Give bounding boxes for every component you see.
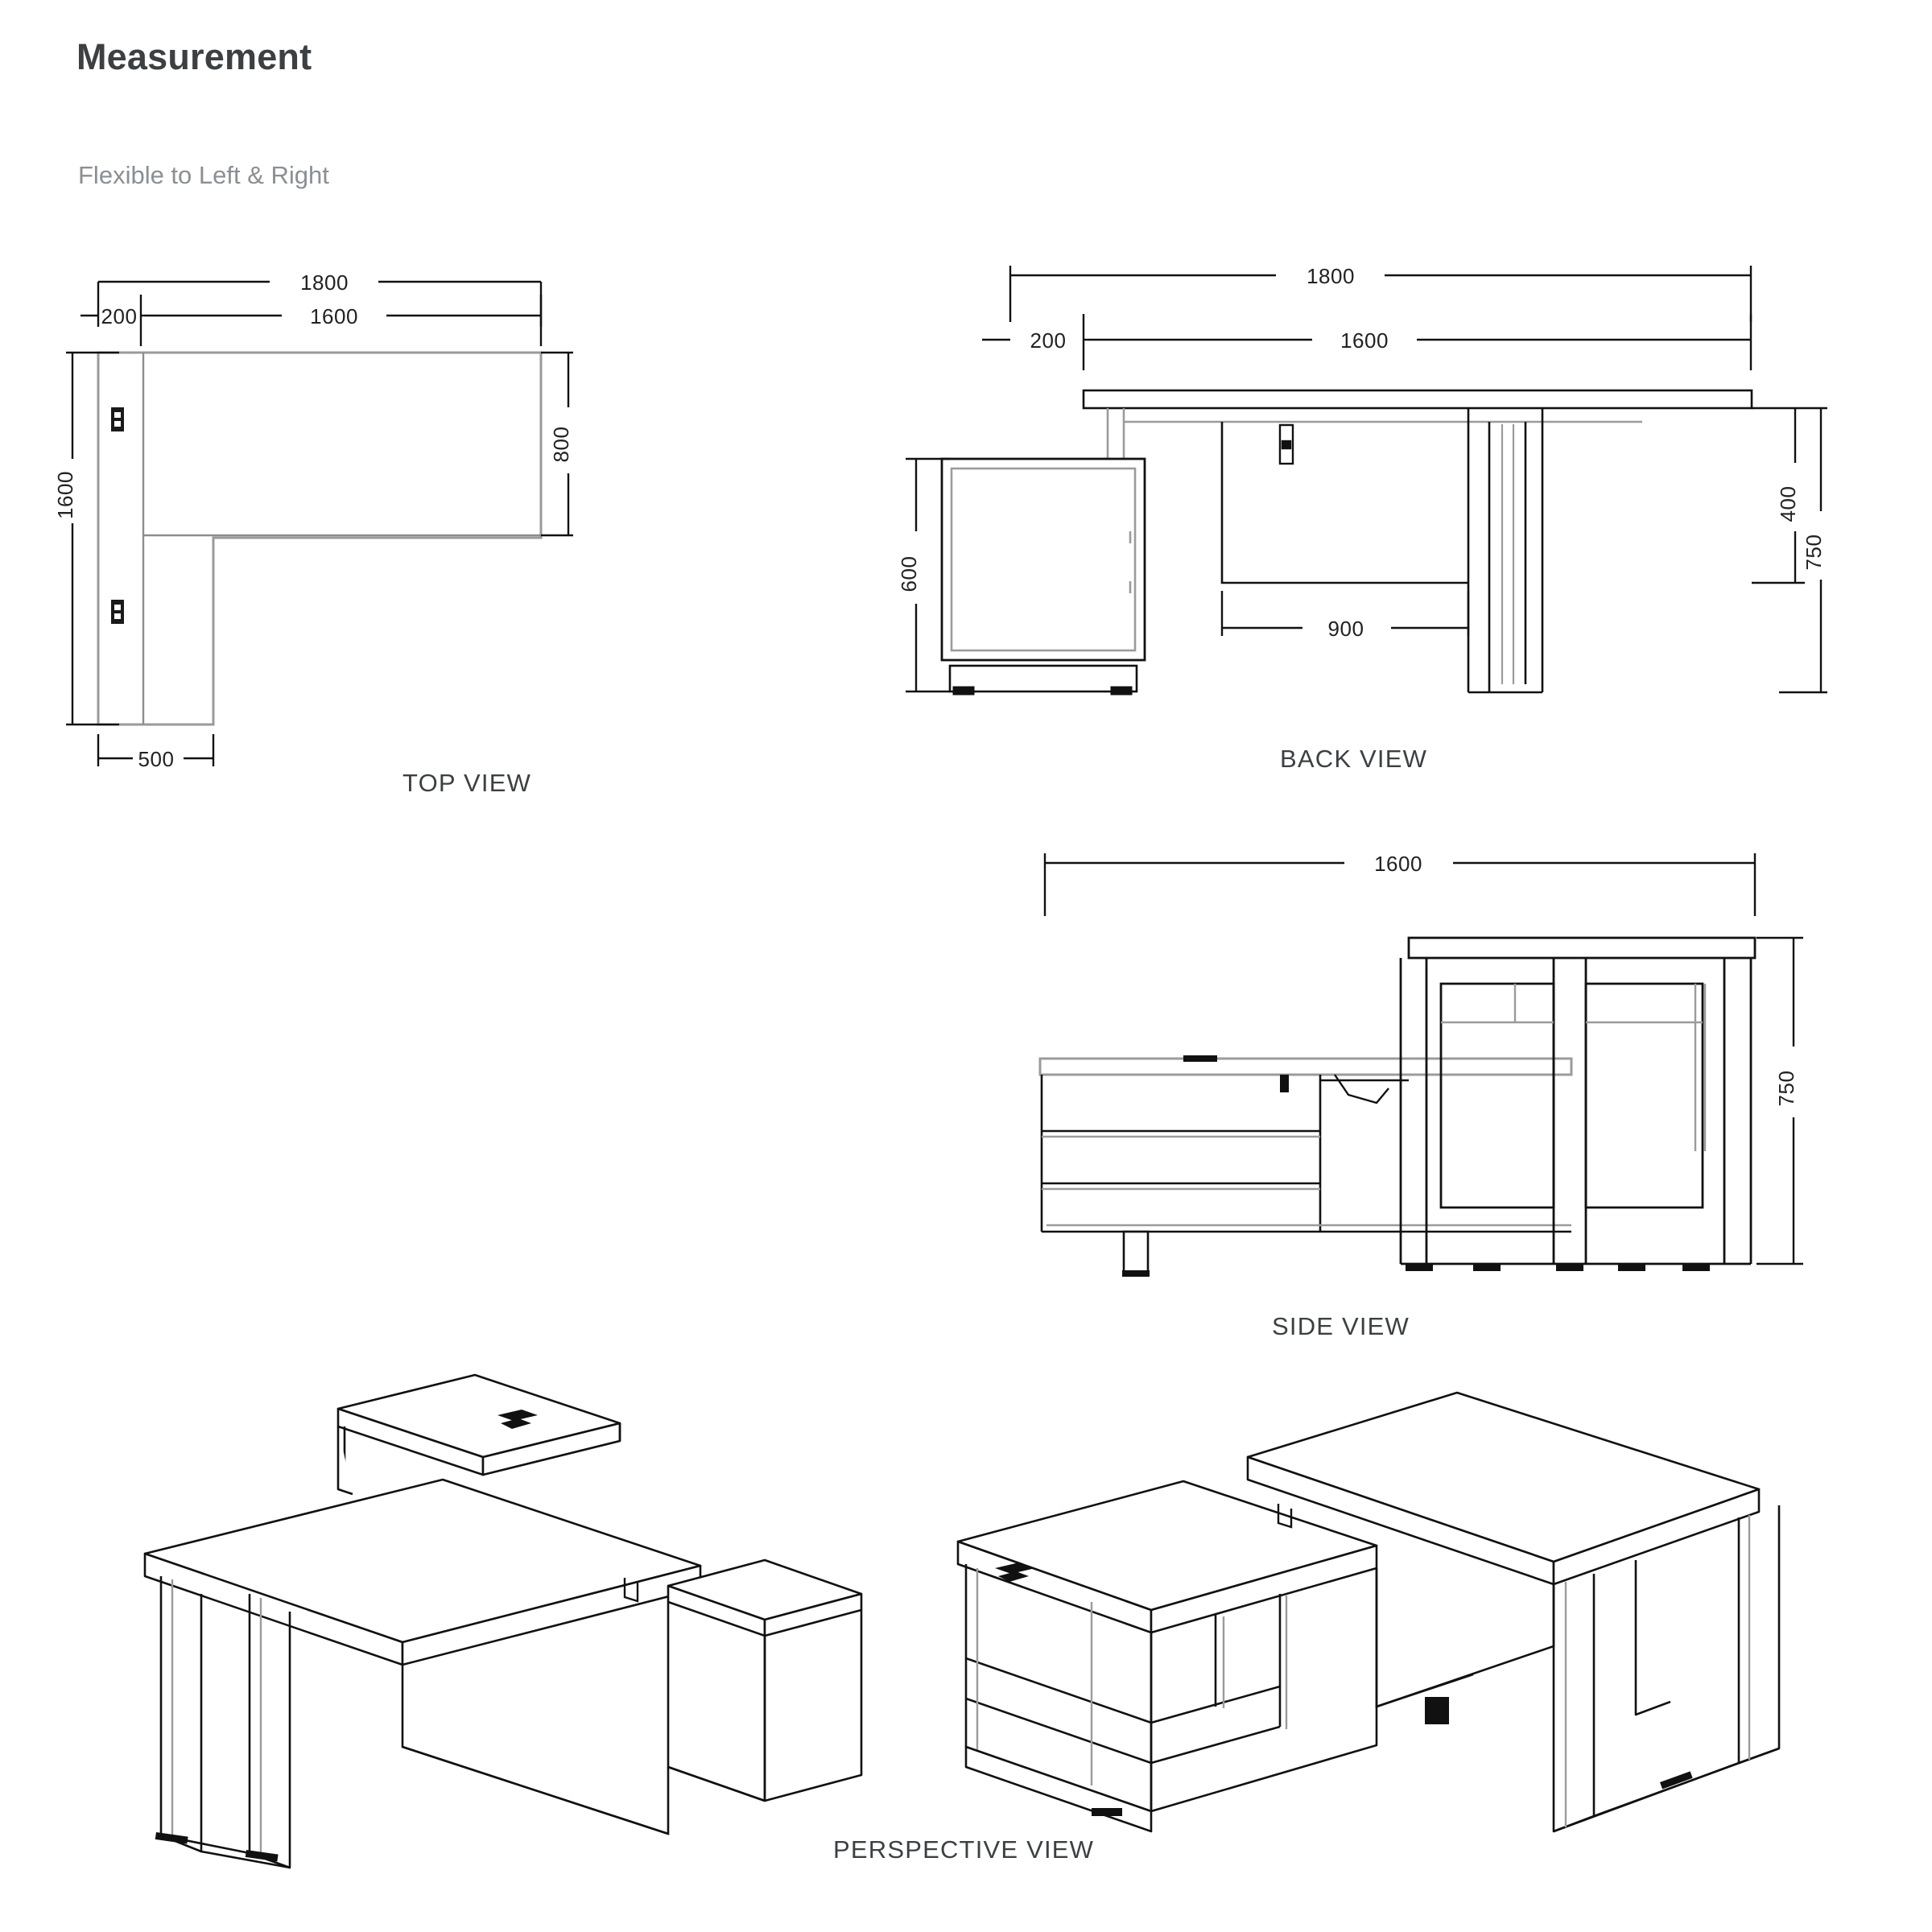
- back-dim-400: 400: [1776, 486, 1800, 522]
- perspective-view-left-drawing: [137, 1360, 910, 1869]
- top-view-drawing: 1800 200 1600 1600 800 500: [48, 258, 596, 773]
- top-dim-1800: 1800: [300, 270, 349, 295]
- cable-clip-icon: [1278, 423, 1294, 465]
- grommet-icon-persp-left: [497, 1410, 538, 1429]
- back-dim-600: 600: [897, 556, 921, 592]
- top-dim-1600-depth: 1600: [53, 471, 77, 519]
- perspective-view-label: PERSPECTIVE VIEW: [833, 1835, 1095, 1864]
- back-view-label: BACK VIEW: [1280, 745, 1428, 773]
- grommet-icon-persp-right: [995, 1563, 1035, 1582]
- page-title: Measurement: [76, 36, 312, 77]
- perspective-view-right-drawing: [942, 1360, 1795, 1860]
- back-dim-200: 200: [1030, 328, 1067, 353]
- side-view-drawing: 1600: [1022, 829, 1811, 1280]
- page-subtitle: Flexible to Left & Right: [78, 161, 329, 189]
- grommet-icon-top-1: [111, 407, 124, 431]
- side-dim-1600: 1600: [1374, 852, 1422, 876]
- top-dim-1600-width: 1600: [310, 304, 358, 328]
- back-dim-900: 900: [1328, 617, 1364, 641]
- grommet-icon-top-2: [111, 600, 124, 624]
- back-dim-1600: 1600: [1340, 328, 1389, 353]
- top-dim-500: 500: [138, 747, 175, 771]
- top-dim-800: 800: [549, 427, 573, 463]
- side-dim-750: 750: [1774, 1071, 1798, 1107]
- cable-hook-icon: [1334, 1074, 1389, 1104]
- top-dim-200: 200: [101, 304, 138, 328]
- top-view-label: TOP VIEW: [402, 769, 532, 797]
- back-view-drawing: 1800 200 1600: [897, 264, 1827, 716]
- side-view-label: SIDE VIEW: [1272, 1312, 1410, 1340]
- back-dim-1800: 1800: [1307, 264, 1355, 288]
- back-dim-750: 750: [1802, 535, 1826, 571]
- grommet-icon-side: [1280, 1075, 1289, 1092]
